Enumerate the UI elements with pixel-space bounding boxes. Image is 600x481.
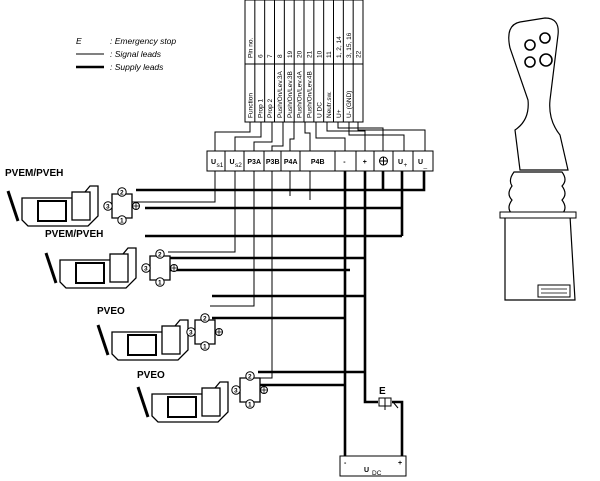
table-function-cell: Neutr.sw.	[326, 91, 333, 118]
table-function-cell: U+	[336, 109, 343, 118]
pin-label: 2	[120, 189, 124, 196]
terminal-p4b: P4B	[311, 159, 325, 166]
joystick	[499, 17, 577, 301]
battery-plus: +	[398, 460, 402, 467]
terminal-label: U	[398, 159, 403, 166]
terminal-label: P4B	[311, 159, 325, 166]
table-pin-cell: 11	[326, 51, 333, 58]
terminal-sub: s1	[217, 162, 224, 169]
terminal-sub: _	[423, 162, 428, 169]
table-function-cell: Prop 1	[257, 98, 264, 118]
pin-label: 1	[203, 343, 207, 350]
terminal-label: U	[418, 159, 423, 166]
pin-label: 2	[158, 251, 162, 258]
terminal-u: U+	[398, 159, 408, 169]
table-pin-cell: 19	[287, 50, 294, 58]
table-header-function: Function	[247, 93, 254, 118]
valve-1: PVEM/PVEH 1 2 3	[5, 168, 140, 227]
legend-signal-leads: : Signal leads	[110, 49, 162, 59]
terminal-u: U_	[418, 159, 428, 169]
pin-label: 1	[158, 279, 162, 286]
terminal-	[379, 156, 388, 166]
terminal-label: P4A	[284, 159, 298, 166]
terminal-: +	[363, 159, 367, 166]
terminal-label: -	[343, 159, 346, 166]
pin-label: 1	[120, 217, 124, 224]
emergency-stop-label: E	[379, 386, 386, 397]
table-pin-cell: 10	[316, 50, 323, 58]
terminal-sub: +	[404, 162, 408, 169]
terminal-: -	[343, 159, 346, 166]
table-pin-cell: 8	[277, 54, 284, 58]
valve-connector: 1 2 3	[141, 249, 178, 287]
legend-symbol-e: E	[76, 36, 82, 46]
table-pin-cell: 6	[257, 54, 264, 58]
emergency-stop: E	[378, 386, 399, 410]
valve-label: PVEO	[97, 306, 125, 317]
valve-label: PVEM/PVEH	[45, 229, 103, 240]
table-header-pin: Pin no.	[247, 38, 254, 58]
table-pin-cell: 22	[356, 50, 363, 58]
valve-2: PVEM/PVEH 1 2 3	[44, 229, 178, 289]
legend-supply-leads: : Supply leads	[110, 62, 164, 72]
valve-4: PVEO 1 2 3	[136, 370, 268, 423]
table-function-cell: U DC	[316, 102, 323, 118]
terminal-p3a: P3A	[247, 159, 261, 166]
table-pin-cell: 21	[306, 50, 313, 58]
pin-label: 3	[234, 387, 238, 394]
pin-label: 1	[248, 401, 252, 408]
legend-emergency-stop: : Emergency stop	[110, 36, 176, 46]
table-function-cell: Push/On/Lev.4A	[297, 70, 304, 118]
table-function-cell: U- (GND)	[346, 91, 353, 118]
table-function-cell: Push/On/Lev.3B	[287, 71, 294, 118]
valve-3: PVEO 1 2 3	[96, 306, 223, 361]
pin-label: 2	[248, 373, 252, 380]
pin-label: 3	[144, 265, 148, 272]
table-pin-cell: 20	[297, 50, 304, 58]
table-function-cell: Push/On/Lev.4B	[306, 71, 313, 118]
wires	[130, 122, 426, 462]
valve-connector: 1 2 3	[186, 313, 223, 351]
terminal-label: P3B	[266, 159, 280, 166]
valve-connector: 1 2 3	[231, 371, 268, 409]
terminal-label: U	[211, 159, 216, 166]
valve-label: PVEM/PVEH	[5, 168, 63, 179]
battery-label: U	[364, 467, 369, 474]
terminal-p4a: P4A	[284, 159, 298, 166]
battery: - + U DC	[339, 455, 407, 477]
terminal-p3b: P3B	[266, 159, 280, 166]
pin-label: 3	[189, 329, 193, 336]
table-pin-cell: 1, 2, 14	[336, 36, 343, 58]
valve-label: PVEO	[137, 370, 165, 381]
terminal-sub: s2	[235, 162, 242, 169]
table-pin-cell: 3, 15, 16	[346, 32, 353, 58]
pin-label: 3	[106, 203, 110, 210]
battery-sub: DC	[372, 470, 382, 477]
table-function-cell: Prop 2	[267, 98, 274, 118]
table-function-cell: Push/On/Lev.3A	[277, 70, 284, 118]
valve-connector: 1 2 3	[103, 187, 140, 225]
terminal-label: P3A	[247, 159, 261, 166]
table-pin-cell: 7	[267, 54, 274, 58]
battery-minus: -	[344, 460, 347, 467]
legend: E : Emergency stop : Signal leads : Supp…	[76, 36, 176, 72]
terminal-label: U	[230, 159, 235, 166]
terminal-label: +	[363, 159, 367, 166]
pin-label: 2	[203, 315, 207, 322]
